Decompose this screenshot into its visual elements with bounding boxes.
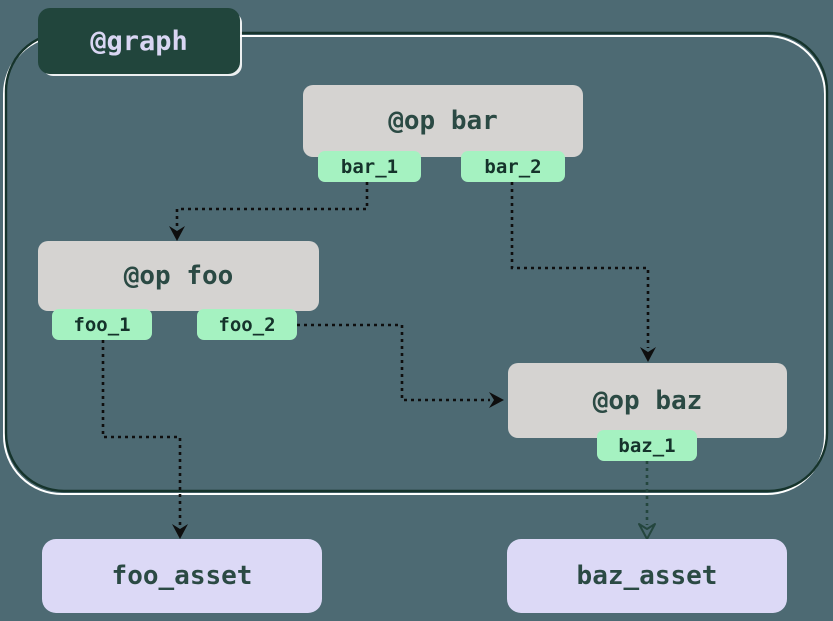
arrowhead-baz_1-to-baz_asset (638, 523, 656, 540)
op-node-foo: @op foo (38, 241, 319, 311)
graph-node-label: @graph (38, 8, 240, 74)
arrowhead-bar_1-to-foo (169, 226, 185, 241)
asset-node-baz-asset: baz_asset (507, 539, 787, 613)
output-tab-foo-1: foo_1 (52, 309, 152, 340)
edge-foo_2-to-baz (297, 323, 490, 402)
op-node-baz: @op baz (508, 363, 787, 438)
graph-boundary-highlight (3, 35, 826, 495)
op-node-bar: @op bar (303, 85, 583, 157)
arrowhead-bar_2-to-baz (640, 347, 656, 362)
edge-bar_1-to-foo (175, 182, 369, 227)
arrowhead-foo_1-to-foo_asset (172, 524, 188, 539)
dependency-edges (101, 182, 656, 540)
output-tab-foo-2: foo_2 (197, 309, 297, 340)
output-tab-baz-1: baz_1 (597, 430, 697, 461)
output-tab-bar-2: bar_2 (461, 151, 565, 182)
graph-boundary (4, 31, 829, 493)
edge-foo_1-to-foo_asset (101, 340, 182, 525)
arrowhead-foo_2-to-baz (489, 392, 504, 408)
output-tab-bar-1: bar_1 (318, 151, 421, 182)
asset-node-foo-asset: foo_asset (42, 539, 322, 613)
edge-bar_2-to-baz (510, 182, 650, 348)
